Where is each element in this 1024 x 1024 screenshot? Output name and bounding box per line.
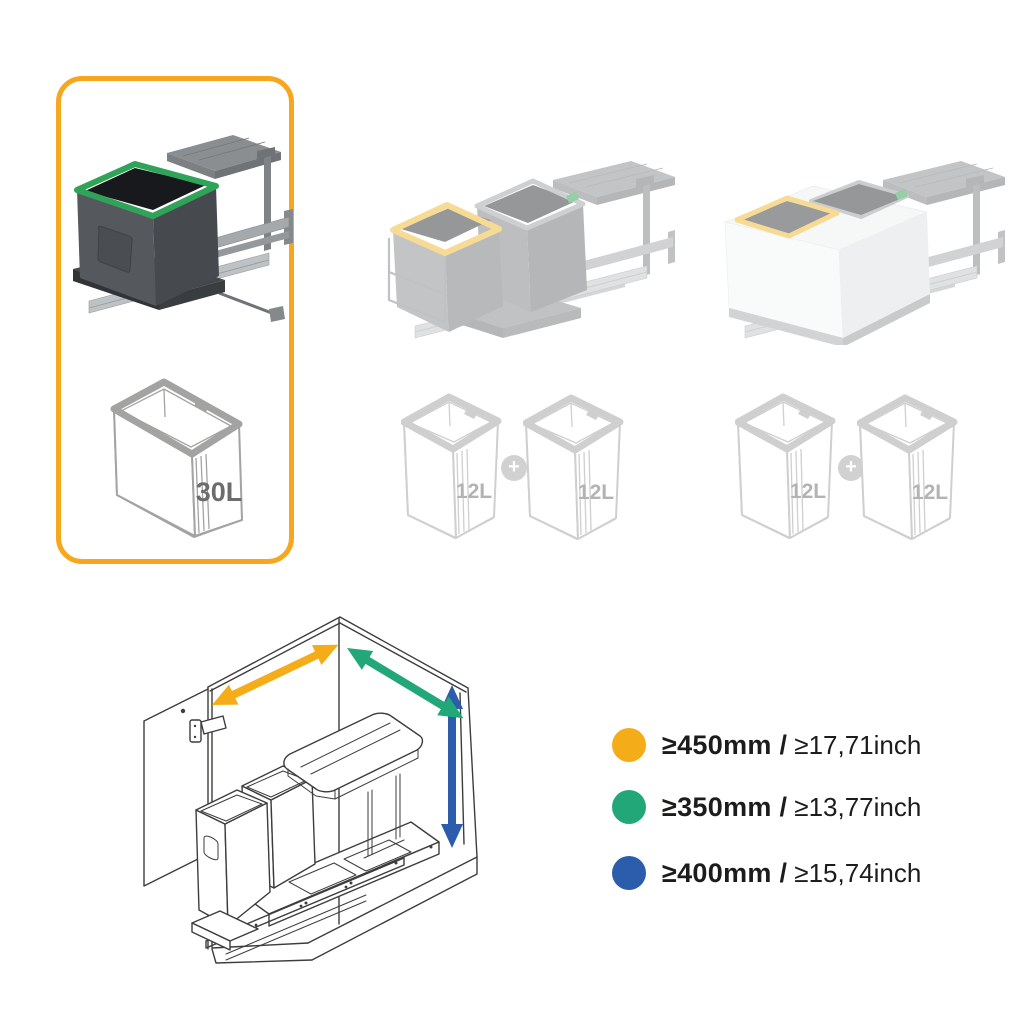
depth-color-dot — [612, 790, 646, 824]
dimension-legend: ≥450mm /≥17,71inch ≥350mm /≥13,77inch ≥4… — [612, 727, 921, 891]
height-inch-value: ≥15,74inch — [794, 857, 922, 888]
capacity-outline-12l: 12L — [857, 394, 958, 540]
door-handle-hole — [180, 708, 186, 714]
pullout-unit-drawing — [191, 712, 440, 961]
capacity-label-12l: 12L — [456, 480, 492, 503]
capacity-outline-12l: 12L — [401, 393, 502, 539]
door-hinge-icon — [189, 715, 227, 743]
pullout-bin-2x12l-grey-illustration — [387, 161, 675, 339]
capacity-outline-12l: 12L — [523, 394, 624, 540]
depth-inch-value: ≥13,77inch — [794, 791, 922, 822]
plus-icon: + — [501, 455, 527, 481]
green-rim — [74, 161, 219, 219]
width-arrow — [212, 644, 339, 705]
waste-bin-30l — [74, 161, 219, 306]
green-clip — [895, 189, 908, 200]
lid-drawing — [283, 712, 424, 800]
capacity-outline-30l: 30L — [110, 378, 243, 538]
legend-row-height: ≥400mm /≥15,74inch — [612, 855, 921, 891]
pullout-bin-30l-illustration — [73, 135, 293, 322]
front-bin-opening — [734, 195, 840, 239]
legend-text: ≥450mm /≥17,71inch — [662, 730, 921, 761]
capacity-label-30l: 30L — [196, 477, 243, 507]
height-arrow — [441, 685, 463, 848]
depth-mm-value: ≥350mm / — [662, 791, 788, 822]
wire-basket-frame — [387, 238, 447, 324]
capacity-label-12l: 12L — [578, 481, 614, 504]
yellow-rim — [390, 202, 502, 256]
height-mm-value: ≥400mm / — [662, 857, 788, 888]
legend-row-depth: ≥350mm /≥13,77inch — [612, 789, 921, 825]
height-color-dot — [612, 856, 646, 890]
rear-bin-opening — [809, 180, 909, 219]
pullout-bin-2x12l-inox-illustration — [724, 161, 1005, 345]
capacity-label-12l: 12L — [790, 480, 826, 503]
product-variant-2x12l-grey-card[interactable]: 12L + 12L — [385, 130, 685, 550]
cabinet-door — [143, 688, 227, 887]
capacity-label-12l: 12L — [912, 481, 948, 504]
width-inch-value: ≥17,71inch — [794, 729, 922, 760]
product-variant-30l-card[interactable]: 30L — [56, 76, 294, 564]
cabinet-installation-diagram — [143, 616, 478, 964]
front-bin-drawing — [195, 789, 271, 927]
plus-icon: + — [838, 455, 864, 481]
product-variant-2x12l-inox-card[interactable]: 12L + 12L — [715, 130, 1015, 550]
yellow-rim — [734, 195, 840, 239]
capacity-outline-12l: 12L — [735, 393, 836, 539]
depth-arrow — [347, 648, 464, 719]
legend-row-width: ≥450mm /≥17,71inch — [612, 727, 921, 763]
front-bin-12l — [390, 202, 503, 332]
legend-text: ≥350mm /≥13,77inch — [662, 792, 921, 823]
legend-text: ≥400mm /≥15,74inch — [662, 858, 921, 889]
green-clip — [566, 192, 579, 203]
width-mm-value: ≥450mm / — [662, 729, 788, 760]
width-color-dot — [612, 728, 646, 762]
